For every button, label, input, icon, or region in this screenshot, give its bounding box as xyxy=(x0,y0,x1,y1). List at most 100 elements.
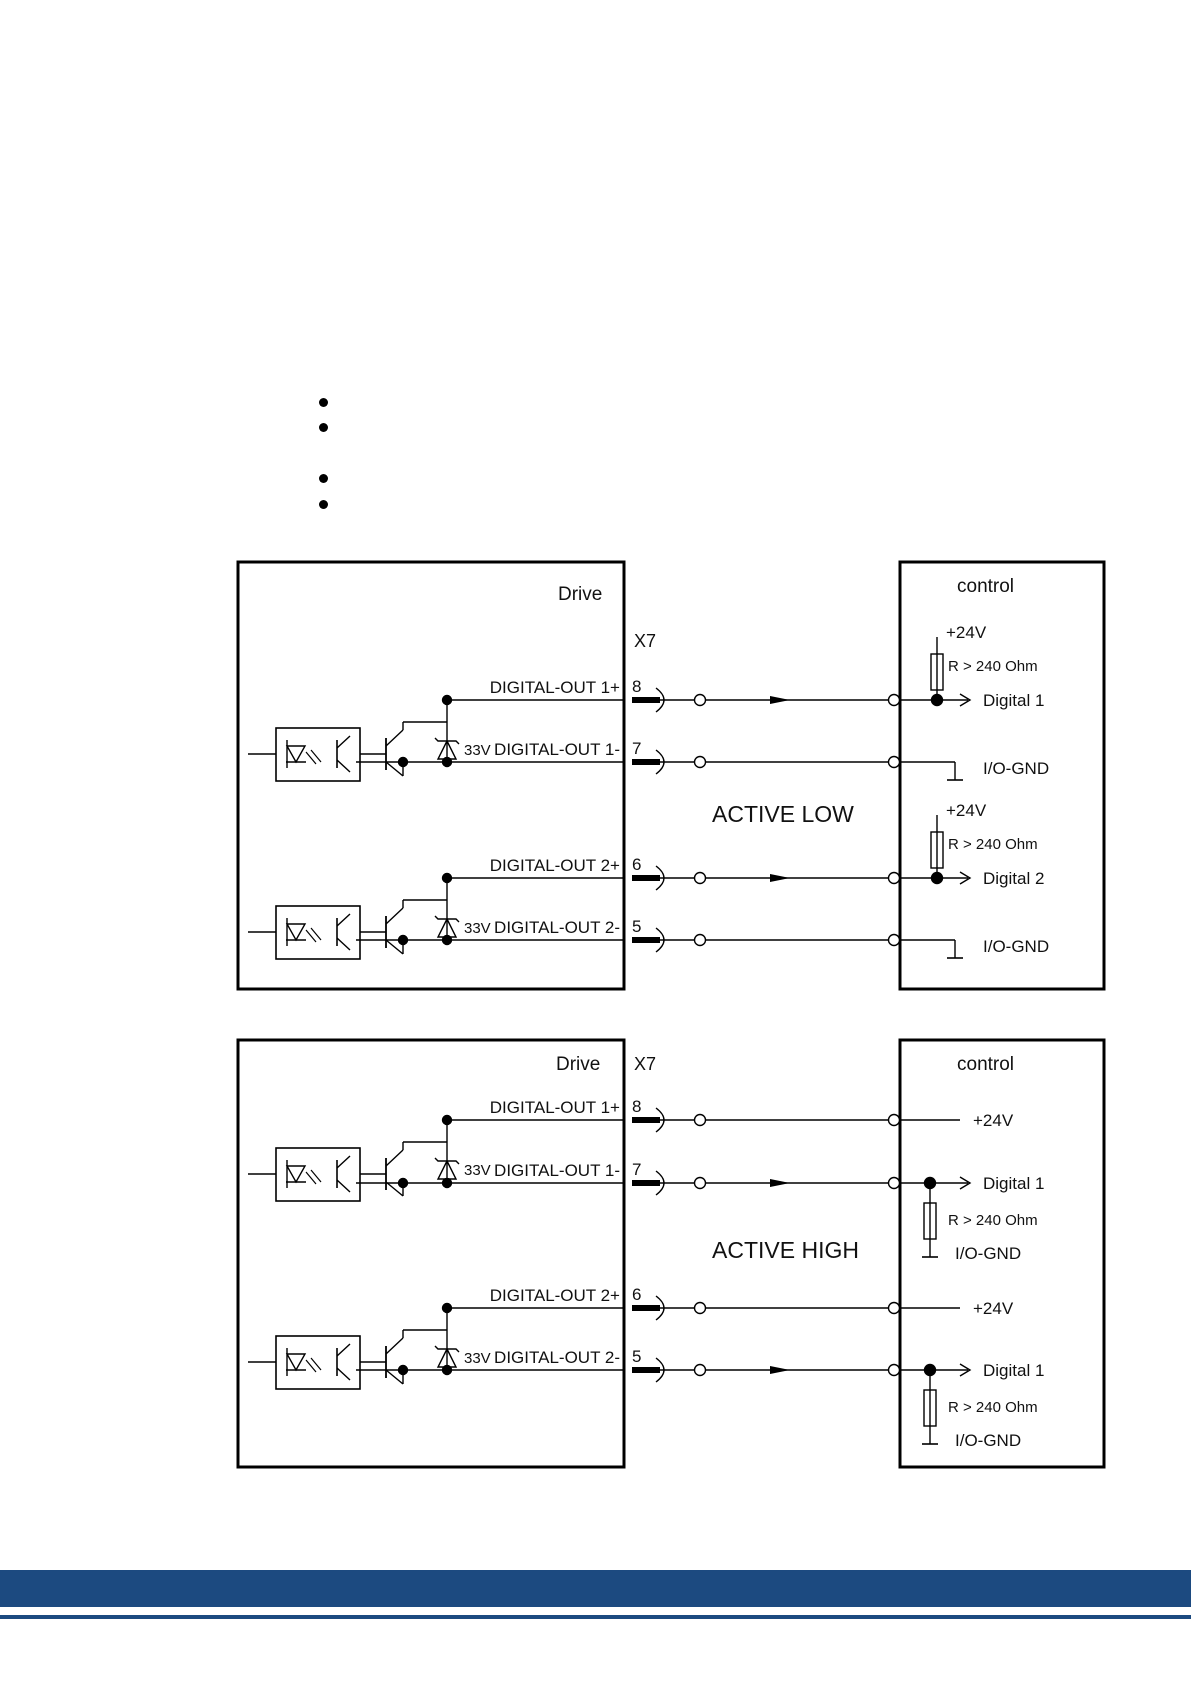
drive-label: Drive xyxy=(556,1054,600,1075)
digital-input-label: Digital 1 xyxy=(983,1174,1044,1193)
terminal-circle xyxy=(693,693,707,707)
light-ray-icon xyxy=(310,1169,322,1183)
zener-bar-icon xyxy=(434,1157,460,1165)
mode-label: ACTIVE HIGH xyxy=(712,1237,859,1263)
signal-arrow-icon xyxy=(770,874,790,882)
digital-out-plus-label: DIGITAL-OUT 2+ xyxy=(490,1286,620,1305)
drive-label: Drive xyxy=(558,584,602,605)
light-ray-icon xyxy=(305,929,317,943)
terminal-circle xyxy=(887,1176,901,1190)
zener-bar-icon xyxy=(434,737,460,745)
terminal-circle xyxy=(887,871,901,885)
input-arrow-icon xyxy=(959,1363,972,1377)
optocoupler-box xyxy=(275,1335,361,1390)
terminal-circle xyxy=(887,1363,901,1377)
zener-voltage-label: 33V xyxy=(464,1350,491,1367)
supply-label: +24V xyxy=(973,1299,1014,1318)
drive-enclosure xyxy=(236,1038,626,1469)
digital-out-minus-label: DIGITAL-OUT 1- xyxy=(494,740,620,759)
led-icon xyxy=(285,1353,307,1372)
terminal-circle xyxy=(693,1113,707,1127)
junction-dot xyxy=(441,1177,453,1189)
bullet-3 xyxy=(319,474,328,483)
zener-bar-icon xyxy=(434,915,460,923)
bullet-2 xyxy=(319,423,328,432)
transistor-emitter-icon xyxy=(385,1369,404,1385)
terminal-circle xyxy=(887,755,901,769)
resistor-label: R > 240 Ohm xyxy=(948,836,1038,853)
pin-number: 7 xyxy=(632,739,641,758)
led-icon xyxy=(285,745,307,764)
pin-number: 8 xyxy=(632,677,641,696)
input-arrow-icon xyxy=(959,693,972,707)
zener-voltage-label: 33V xyxy=(464,1162,491,1179)
supply-label: +24V xyxy=(946,623,987,642)
junction-dot xyxy=(397,756,409,768)
junction-dot xyxy=(397,1177,409,1189)
gnd-label: I/O-GND xyxy=(983,759,1049,778)
optocoupler-box xyxy=(275,1147,361,1202)
digital-out-minus-label: DIGITAL-OUT 2- xyxy=(494,1348,620,1367)
digital-out-plus-label: DIGITAL-OUT 2+ xyxy=(490,856,620,875)
resistor-icon xyxy=(923,1202,937,1240)
gnd-label: I/O-GND xyxy=(983,937,1049,956)
resistor-label: R > 240 Ohm xyxy=(948,1399,1038,1416)
gnd-label: I/O-GND xyxy=(955,1244,1021,1263)
terminal-circle xyxy=(887,693,901,707)
resistor-icon xyxy=(930,653,944,691)
phototransistor-collector-icon xyxy=(336,1155,351,1169)
connector-pin-icon xyxy=(632,875,660,881)
light-ray-icon xyxy=(305,1359,317,1373)
connector-pin-icon xyxy=(632,1367,660,1373)
transistor-collector-icon xyxy=(385,907,404,925)
pin-number: 5 xyxy=(632,917,641,936)
connector-label: X7 xyxy=(634,1054,656,1074)
connector-pin-icon xyxy=(632,937,660,943)
resistor-label: R > 240 Ohm xyxy=(948,1212,1038,1229)
phototransistor-emitter-icon xyxy=(336,937,351,951)
junction-dot xyxy=(441,694,453,706)
optocoupler-box xyxy=(275,905,361,960)
led-icon xyxy=(285,1165,307,1184)
light-ray-icon xyxy=(305,751,317,765)
bullet-4 xyxy=(319,500,328,509)
transistor-collector-icon xyxy=(385,729,404,747)
digital-input-label: Digital 1 xyxy=(983,1361,1044,1380)
mode-label: ACTIVE LOW xyxy=(712,801,854,827)
junction-dot xyxy=(441,756,453,768)
junction-dot xyxy=(397,1364,409,1376)
digital-out-minus-label: DIGITAL-OUT 1- xyxy=(494,1161,620,1180)
bullet-1 xyxy=(319,398,328,407)
control-enclosure xyxy=(898,1038,1106,1469)
terminal-circle xyxy=(693,933,707,947)
transistor-collector-icon xyxy=(385,1149,404,1167)
junction-dot xyxy=(441,1302,453,1314)
supply-label: +24V xyxy=(946,801,987,820)
resistor-icon xyxy=(930,831,944,869)
connector-label: X7 xyxy=(634,631,656,651)
connector-pin-icon xyxy=(632,759,660,765)
phototransistor-collector-icon xyxy=(336,735,351,749)
connector-pin-icon xyxy=(632,1305,660,1311)
transistor-emitter-icon xyxy=(385,761,404,777)
terminal-circle xyxy=(887,1301,901,1315)
terminal-circle xyxy=(887,933,901,947)
phototransistor-emitter-icon xyxy=(336,759,351,773)
pin-number: 7 xyxy=(632,1160,641,1179)
light-ray-icon xyxy=(310,1357,322,1371)
transistor-emitter-icon xyxy=(385,1181,404,1197)
terminal-circle xyxy=(693,1301,707,1315)
connector-pin-icon xyxy=(632,1180,660,1186)
light-ray-icon xyxy=(310,749,322,763)
connector-pin-icon xyxy=(632,1117,660,1123)
supply-label: +24V xyxy=(973,1111,1014,1130)
control-enclosure xyxy=(898,560,1106,991)
phototransistor-collector-icon xyxy=(336,1343,351,1357)
signal-arrow-icon xyxy=(770,1179,790,1187)
